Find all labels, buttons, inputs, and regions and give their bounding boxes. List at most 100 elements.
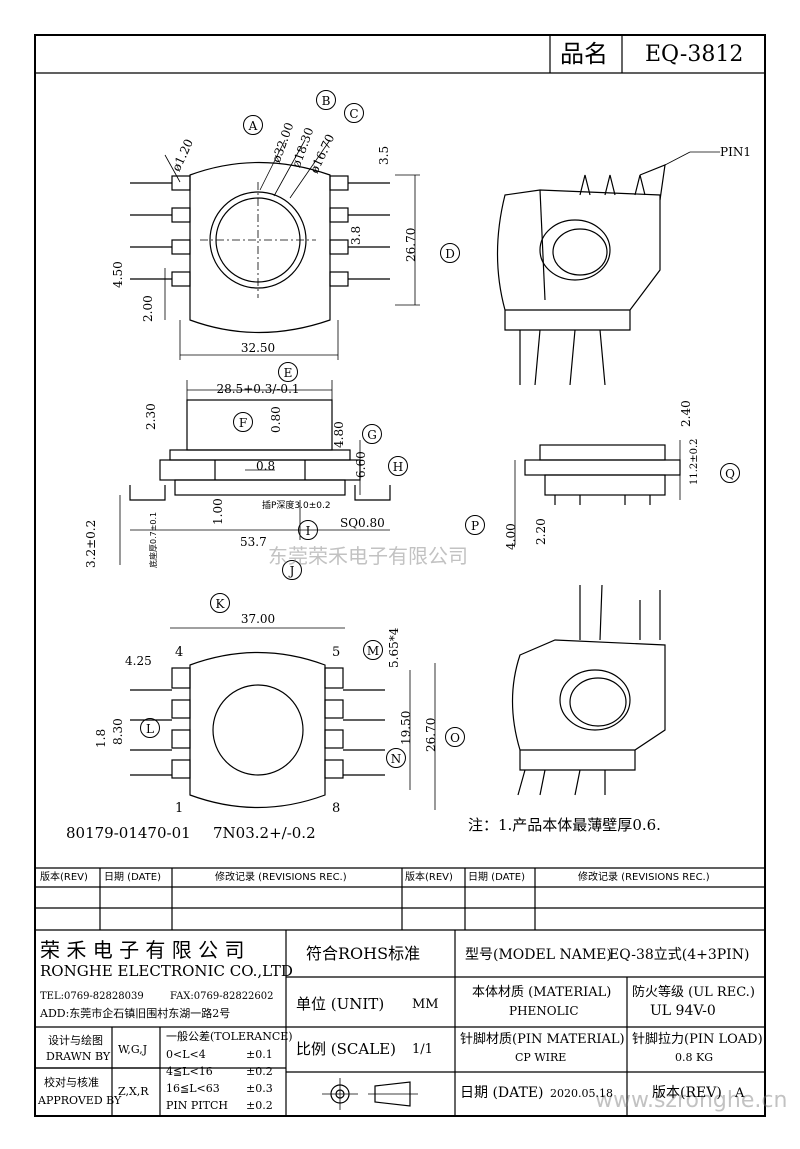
pin-number-4: 4 [175, 645, 184, 660]
tol-value-1: ±0.1 [246, 1048, 273, 1061]
callout-i: I [298, 520, 318, 540]
rev-header-1: 版本(REV) [40, 872, 88, 883]
callout-n: N [386, 748, 406, 768]
pin-load-value: 0.8 KG [675, 1051, 713, 1064]
part-code: 80179-01470-01 [66, 824, 191, 842]
company-addr: ADD:东莞市企石镇旧围村东湖一路2号 [40, 1007, 231, 1020]
rev-header-5: 日期 (DATE) [468, 872, 525, 883]
material-label: 本体材质 (MATERIAL) [472, 985, 612, 1000]
unit-label: 单位 (UNIT) [296, 995, 385, 1013]
tol-range-1: 0<L<4 [166, 1048, 206, 1061]
company-name-cn: 荣 禾 电 子 有 限 公 司 [40, 938, 245, 962]
dim-d-285: 28.5+0.3/-0.1 [216, 382, 300, 396]
dim-d-3250: 32.50 [240, 341, 276, 355]
dim-d-230: 2.30 [144, 403, 158, 430]
dim-d-38: 3.8 [349, 225, 363, 245]
callout-o: O [445, 727, 465, 747]
watermark-center: 东莞荣禾电子有限公司 [268, 544, 468, 568]
dim-d-200: 2.00 [141, 295, 155, 322]
front-view-side [119, 380, 391, 565]
rev-header-2: 日期 (DATE) [104, 872, 161, 883]
drawing-frame [34, 34, 766, 1117]
note: 注：1.产品本体最薄壁厚0.6. [468, 816, 661, 834]
callout-k: K [210, 593, 230, 613]
pin-load-label: 针脚拉力(PIN LOAD) [632, 1032, 763, 1047]
callout-m: M [363, 640, 383, 660]
model-label: 型号(MODEL NAME) [465, 947, 612, 963]
tol-range-2: 4≦L<16 [166, 1065, 213, 1078]
callout-l: L [140, 718, 160, 738]
callout-a: A [243, 115, 263, 135]
pin1-label: PIN1 [720, 145, 751, 159]
drawn-value: W,G,J [118, 1043, 148, 1056]
dim-d-08: 0.8 [256, 459, 276, 473]
dim-sq: SQ0.80 [340, 516, 385, 530]
dim-d-35: 3.5 [377, 145, 391, 165]
date-label: 日期 (DATE) [460, 1085, 544, 1101]
callout-f: F [233, 412, 253, 432]
tol-value-3: ±0.3 [246, 1082, 273, 1095]
date-value: 2020.05.18 [550, 1087, 613, 1100]
dim-d-425: 4.25 [125, 654, 152, 668]
scale-value: 1/1 [412, 1042, 433, 1057]
part-spec: 7N03.2+/-0.2 [213, 824, 316, 842]
fire-label: 防火等级 (UL REC.) [632, 985, 755, 1000]
name-label: 品名 [560, 40, 608, 68]
dim-d-2670: 26.70 [404, 227, 418, 262]
dim-d-537: 53.7 [240, 535, 267, 549]
bottom-view-body [130, 627, 436, 810]
company-tel: TEL:0769-82828039 [40, 991, 144, 1002]
dim-d-18: 1.8 [94, 728, 108, 748]
dim-d-112: 11.2±0.2 [689, 438, 700, 485]
dim-d-450: 4.50 [111, 261, 125, 288]
top-view-body [130, 139, 420, 360]
callout-p: P [465, 515, 485, 535]
callout-h: H [388, 456, 408, 476]
scale-label: 比例 (SCALE) [296, 1040, 396, 1058]
company-fax: FAX:0769-82822602 [170, 991, 274, 1002]
callout-e: E [278, 362, 298, 382]
dim-d-240: 2.40 [679, 400, 693, 427]
dim-d-3700: 37.00 [240, 612, 276, 626]
dim-d-100: 1.00 [211, 498, 225, 525]
rev-value: A [735, 1086, 745, 1101]
watermark-corner: www.szronghe.cn [595, 1088, 788, 1113]
tolerance-title: 一般公差(TOLERANCE) [166, 1030, 293, 1043]
fire-value: UL 94V-0 [650, 1003, 716, 1019]
callout-b: B [316, 90, 336, 110]
dim-stand: 底座厚0.7±0.1 [149, 511, 158, 568]
dim-d-565: 5.65*4 [387, 627, 401, 668]
tol-value-4: ±0.2 [246, 1099, 273, 1112]
pin-number-8: 8 [332, 801, 341, 816]
dim-d-220: 2.20 [534, 518, 548, 545]
iso-view-bottom [511, 584, 666, 796]
dim-d-1950: 19.50 [399, 710, 413, 745]
unit-value: MM [412, 997, 439, 1012]
callout-d: D [440, 243, 460, 263]
callout-q: Q [720, 463, 740, 483]
company-name-en: RONGHE ELECTRONIC CO.,LTD [40, 962, 293, 980]
dim-d-830: 8.30 [111, 718, 125, 745]
rev-header-6: 修改记录 (REVISIONS REC.) [578, 872, 710, 883]
dim-pin-depth: 插P深度3.0±0.2 [262, 501, 331, 511]
tol-value-2: ±0.2 [246, 1065, 273, 1078]
dim-d-660: 6.60 [354, 451, 368, 478]
model-value: EQ-38立式(4+3PIN) [609, 947, 750, 963]
pin-number-5: 5 [332, 645, 341, 660]
pin-number-1: 1 [175, 801, 184, 816]
dim-d-400: 4.00 [504, 523, 518, 550]
side-view-right [514, 440, 681, 545]
callout-g: G [362, 424, 382, 444]
approved-en: APPROVED BY [38, 1094, 122, 1107]
callout-j: J [282, 560, 302, 580]
callout-c: C [344, 103, 364, 123]
drawn-cn: 设计与绘图 [48, 1034, 103, 1047]
iso-view-top [496, 151, 720, 386]
approved-cn: 校对与核准 [44, 1076, 99, 1089]
material-value: PHENOLIC [509, 1004, 579, 1018]
rev-label: 版本(REV) [652, 1085, 722, 1101]
drawn-en: DRAWN BY [46, 1050, 111, 1063]
tol-range-3: 16≦L<63 [166, 1082, 220, 1095]
dim-d-080: 0.80 [269, 406, 283, 433]
